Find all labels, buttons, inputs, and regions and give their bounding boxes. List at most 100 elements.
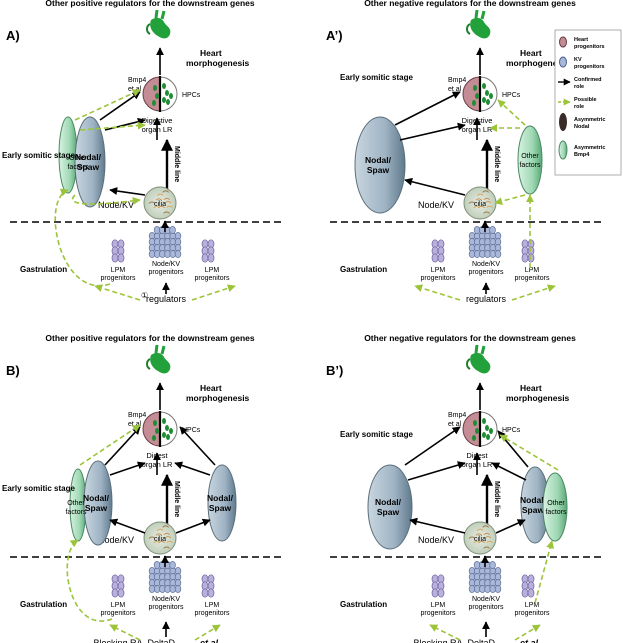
hpcs-label: HPCs bbox=[182, 427, 201, 434]
nodal-to-hpc-arrow bbox=[104, 426, 141, 466]
gastrulation-label: Gastrulation bbox=[20, 600, 67, 609]
bmp4-etal-label: et al bbox=[448, 421, 462, 428]
panel-letter: A) bbox=[6, 28, 20, 43]
legend-label-confirmed: Confirmed bbox=[574, 77, 602, 83]
regulators-label: regulators bbox=[146, 294, 187, 304]
regulators-to-lpm-right bbox=[511, 284, 556, 301]
panel-title: Other positive regulators for the downst… bbox=[45, 0, 255, 8]
heart-icon bbox=[146, 9, 171, 39]
nodal-to-digestive-arrow bbox=[407, 461, 466, 481]
legend-label-kv_prog: KV bbox=[574, 57, 582, 63]
lpm-left-to-other bbox=[66, 539, 113, 622]
lpm-progenitors-left: progenitors bbox=[100, 610, 136, 617]
cilia-label: cilia bbox=[474, 201, 486, 208]
asymmetric-nodal-oval: Nodal/Spaw bbox=[74, 116, 106, 208]
middle-line-label: Middle line bbox=[493, 481, 500, 517]
cilia-kv-sphere: cilia bbox=[463, 186, 497, 220]
blocking-label: Blocking RA, DeltaD bbox=[93, 638, 175, 643]
heart-label: Heart bbox=[520, 383, 542, 393]
kv-progenitor-cells bbox=[148, 561, 182, 593]
other-factors-label: Other bbox=[547, 500, 565, 507]
spaw-label: Spaw bbox=[367, 165, 390, 175]
panel-letter: A’) bbox=[326, 28, 343, 43]
panel-title: Other negative regulators for the downst… bbox=[364, 0, 576, 8]
panel-B: Other positive regulators for the downst… bbox=[2, 333, 285, 643]
lpm-progenitors-right: progenitors bbox=[514, 275, 550, 282]
heart-progenitor-cluster bbox=[142, 411, 178, 447]
lpm-progenitors-left: progenitors bbox=[100, 275, 136, 282]
nodal-to-digestive-arrow bbox=[109, 461, 146, 476]
panel-letter: B) bbox=[6, 363, 20, 378]
legend-label-asym_bmp-2: Bmp4 bbox=[574, 152, 590, 158]
other-factors-label: Other bbox=[67, 500, 85, 507]
lpm-progenitors-right: progenitors bbox=[514, 610, 550, 617]
legend-label-asym_nodal: Asymmetric bbox=[574, 117, 606, 123]
bmp4-etal-label: et al bbox=[128, 421, 142, 428]
lpm-label-right: LPM bbox=[205, 267, 220, 274]
blocking-to-lpm-left bbox=[109, 624, 141, 641]
blocking-to-lpm-left bbox=[429, 624, 461, 641]
cilia-label: cilia bbox=[154, 201, 166, 208]
legend-label-possible: Possible bbox=[574, 97, 597, 103]
regulators-label: regulators bbox=[466, 294, 507, 304]
other-factors-label: Other bbox=[69, 155, 87, 162]
legend-label-kv_prog-2: progenitors bbox=[574, 64, 605, 70]
middle-line-label: Middle line bbox=[173, 481, 180, 517]
other-to-kv-arrow bbox=[494, 194, 526, 206]
stage-label: Early somitic stage bbox=[2, 151, 75, 160]
bmp4-label: Bmp4 bbox=[448, 77, 466, 84]
nodal-to-hpc-arrow bbox=[99, 91, 141, 121]
bmp4-etal-label: et al bbox=[448, 86, 462, 93]
nodal-label: Nodal/ bbox=[375, 497, 402, 507]
spaw-label: Spaw bbox=[377, 507, 400, 517]
lpm-label-right: LPM bbox=[205, 602, 220, 609]
kv-to-nodal-arrow bbox=[404, 177, 466, 196]
heart-icon bbox=[466, 344, 491, 374]
lpm-label-left: LPM bbox=[431, 602, 446, 609]
lpm-progenitor-cells bbox=[111, 574, 125, 598]
node-kv-label: Node/KV bbox=[98, 200, 134, 210]
panel-B2: Other negative regulators for the downst… bbox=[326, 333, 605, 643]
nodal-to-hpc-arrow bbox=[394, 91, 461, 126]
nodal-label: Nodal/ bbox=[365, 155, 392, 165]
bmp4-label: Bmp4 bbox=[128, 77, 146, 84]
lpm-progenitor-cells bbox=[521, 574, 535, 598]
hpcs-label: HPCs bbox=[502, 427, 521, 434]
regulators-to-lpm-left bbox=[94, 284, 141, 301]
bmp4-label: Bmp4 bbox=[448, 412, 466, 419]
nodal-to-hpc-arrow bbox=[404, 426, 461, 466]
regulator-mark: ① bbox=[141, 291, 148, 300]
kv-to-nodal-arrow bbox=[109, 518, 146, 534]
morphogenesis-label: morphogenesis bbox=[186, 393, 250, 403]
node-kv-progenitors-label-2: progenitors bbox=[148, 269, 184, 276]
morphogenesis-label: morphogenesis bbox=[506, 58, 570, 68]
other-factors-label-2: factors bbox=[519, 162, 541, 169]
right-nodal-to-digestive-arrow bbox=[174, 461, 211, 476]
node-kv-progenitors-label-2: progenitors bbox=[468, 269, 504, 276]
other-factors-label-2: factors bbox=[545, 509, 567, 516]
right-nodal-to-digestive-arrow bbox=[491, 462, 527, 481]
node-kv-label: Node/KV bbox=[418, 200, 454, 210]
blocking-to-lpm-right bbox=[194, 624, 221, 641]
asymmetric-nodal-oval: Nodal/Spaw bbox=[354, 116, 406, 214]
lpm-progenitor-cells bbox=[111, 239, 125, 263]
asymmetric-bmp4-oval bbox=[517, 125, 543, 195]
asymmetric-nodal-oval: Nodal/Spaw bbox=[83, 460, 113, 546]
other-factors-label-2: factors bbox=[67, 164, 89, 171]
gastrulation-label: Gastrulation bbox=[340, 600, 387, 609]
stage-label: Early somitic stage bbox=[2, 484, 75, 493]
panel-title: Other positive regulators for the downst… bbox=[45, 333, 255, 343]
middle-line-label: Middle line bbox=[493, 146, 500, 182]
panel-title: Other negative regulators for the downst… bbox=[364, 333, 576, 343]
lpm-progenitors-right: progenitors bbox=[194, 275, 230, 282]
other-to-hpc-arrow bbox=[74, 89, 141, 121]
lpm-right-to-other bbox=[534, 540, 554, 604]
asymmetric-nodal-oval-right: Nodal/Spaw bbox=[207, 464, 237, 542]
gastrulation-label: Gastrulation bbox=[340, 265, 387, 274]
heart-progenitor-cluster bbox=[142, 76, 178, 112]
